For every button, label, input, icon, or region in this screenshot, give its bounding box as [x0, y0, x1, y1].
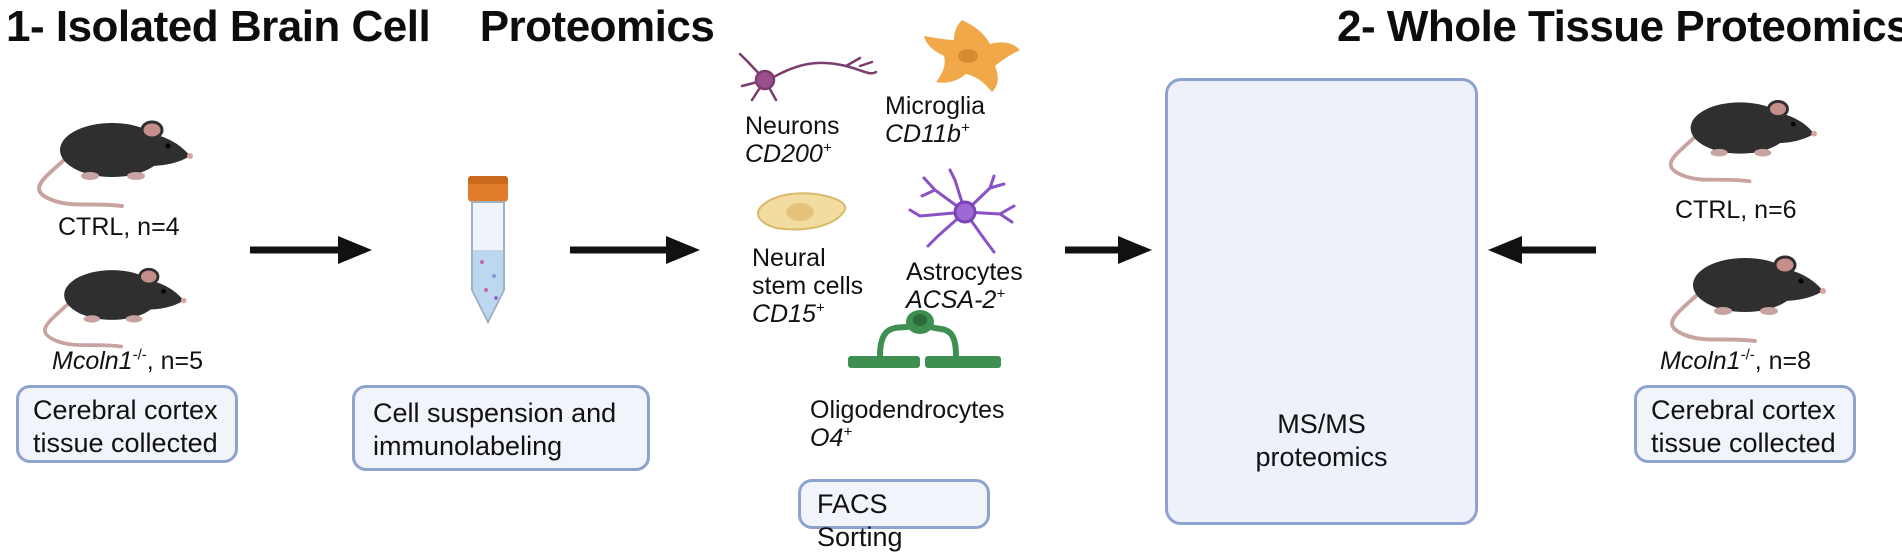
ms-proteomics-panel [1165, 78, 1478, 525]
genotype-sup: -/- [1740, 346, 1755, 364]
microglia-icon [924, 20, 1020, 92]
section-title-isolated-cell: 1- Isolated Brain Cell Proteomics [6, 2, 715, 52]
gene-name: Mcoln1 [52, 347, 133, 375]
genotype-sup: -/- [132, 346, 147, 364]
gene-name: Mcoln1 [1660, 347, 1741, 375]
title-left-line2: Proteomics [479, 2, 715, 51]
arrow-right-icon-2 [570, 236, 700, 264]
box-line2: tissue collected [33, 428, 218, 458]
falcon-tube-icon [468, 176, 508, 325]
cell-marker: CD200+ [745, 139, 832, 168]
label-ctrl-right: CTRL, n=6 [1675, 196, 1797, 224]
cell-marker: ACSA-2+ [906, 285, 1006, 314]
label-neural-stem-cells: Neural stem cells CD15+ [752, 244, 863, 328]
arrow-right-icon-3 [1065, 236, 1152, 264]
box-line2: immunolabeling [373, 431, 563, 461]
cell-marker: O4+ [810, 423, 853, 452]
mutant-count: , n=5 [146, 347, 204, 375]
box-line1: Cerebral cortex [1651, 395, 1836, 425]
ms-proteomics-label: MS/MS proteomics [1165, 408, 1478, 474]
label-ctrl-left: CTRL, n=4 [58, 213, 180, 241]
section-title-whole-tissue: 2- Whole Tissue Proteomics [1337, 2, 1902, 51]
arrow-right-icon-1 [250, 236, 372, 264]
astrocyte-icon [908, 168, 1016, 254]
mouse-icon-mutant-left [43, 267, 189, 349]
box-tissue-collected-right: Cerebral cortex tissue collected [1634, 385, 1856, 463]
label-oligodendrocytes: Oligodendrocytes O4+ [810, 396, 1005, 452]
box-cell-suspension: Cell suspension and immunolabeling [352, 385, 650, 471]
title-left-line1: 1- Isolated Brain Cell [6, 2, 431, 51]
label-mutant-left: Mcoln1-/-, n=5 [52, 347, 203, 375]
ms-line2: proteomics [1255, 442, 1388, 472]
cell-name: Microglia [885, 92, 986, 120]
cell-name-line1: Neural [752, 244, 826, 272]
label-mutant-right: Mcoln1-/-, n=8 [1660, 347, 1811, 375]
cell-name-line2: stem cells [752, 272, 864, 300]
mouse-icon-mutant-right [1670, 255, 1828, 343]
cell-name: Astrocytes [906, 258, 1023, 286]
box-line1: Cell suspension and [373, 398, 617, 428]
mutant-count: , n=8 [1754, 347, 1812, 375]
mouse-icon-ctrl-right [1668, 99, 1819, 184]
arrow-left-icon [1488, 236, 1596, 264]
mouse-icon-ctrl-left [37, 120, 195, 208]
cell-marker: CD15+ [752, 299, 825, 328]
box-line1: Cerebral cortex [33, 395, 218, 425]
box-facs-sorting: FACS Sorting [798, 479, 990, 552]
box-line2: tissue collected [1651, 428, 1836, 458]
ms-line1: MS/MS [1277, 409, 1366, 439]
neural-stem-cell-icon [757, 192, 847, 231]
cell-name: Oligodendrocytes [810, 396, 1005, 424]
neuron-icon [738, 52, 878, 102]
cell-marker: CD11b+ [885, 119, 970, 148]
label-astrocytes: Astrocytes ACSA-2+ [906, 258, 1023, 314]
label-microglia: Microglia CD11b+ [885, 92, 985, 148]
oligodendrocyte-icon [848, 310, 1001, 368]
label-neurons: Neurons CD200+ [745, 112, 840, 168]
cell-name: Neurons [745, 112, 840, 140]
box-tissue-collected-left: Cerebral cortex tissue collected [16, 385, 238, 463]
